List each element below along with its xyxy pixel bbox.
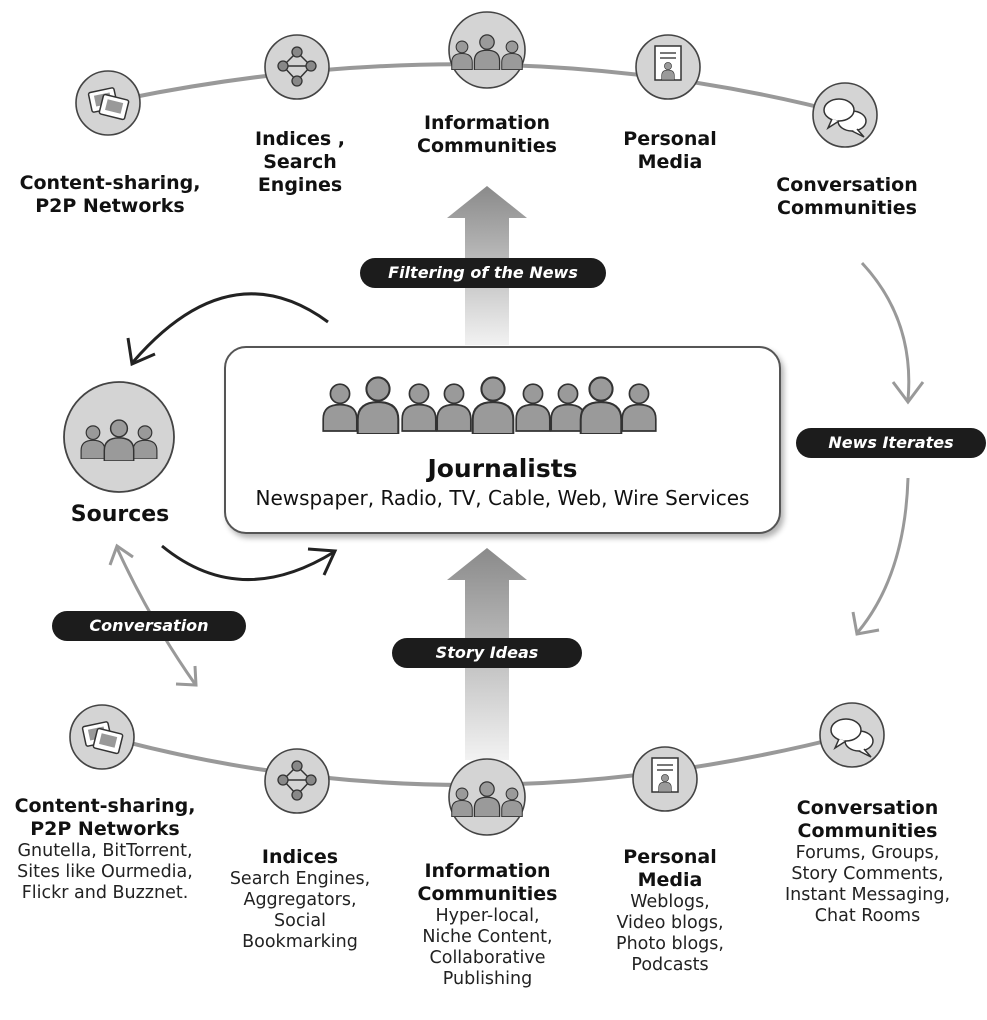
label-line: Media [637,868,703,891]
to-journalists-arrow [161,544,338,582]
label-line: Social [274,910,326,931]
top-information-node [448,11,526,89]
bottom-indices-node [264,748,330,814]
document-person-icon [654,45,682,81]
bottom-information-label: Information Communities Hyper-local, Nic… [405,860,570,990]
label-line: Instant Messaging, [784,884,951,905]
label-line: Weblogs, [630,891,710,912]
conversation-pill: Conversation [52,611,246,641]
label-line: Gnutella, BitTorrent, [17,840,193,861]
top-indices-node [264,34,330,100]
label-line: Photo blogs, [616,933,724,954]
label-line: Personal [623,846,717,868]
journalists-subtitle: Newspaper, Radio, TV, Cable, Web, Wire S… [255,486,750,510]
bottom-content-sharing-node [69,704,135,770]
label-line: P2P Networks [30,817,180,840]
bottom-conversation-node [819,702,885,768]
label-line: Media [637,150,703,173]
bottom-personal-node [632,746,698,812]
story-ideas-pill: Story Ideas [392,638,582,668]
label-line: Collaborative [429,947,546,968]
top-content-sharing-node [75,70,141,136]
label-line: Video blogs, [616,912,724,933]
top-information-label: Information Communities [412,112,562,158]
label-line: Sites like Ourmedia, [17,861,193,882]
label-line: Hyper-local, [435,905,540,926]
sources-node [63,381,175,493]
label-line: Content-sharing, [14,795,196,817]
top-personal-label: Personal Media [610,128,730,174]
top-personal-node [635,34,701,100]
photos-icon [87,87,130,121]
top-indices-label: Indices , Search Engines [240,128,360,196]
network-graph-icon [277,46,317,87]
network-graph-icon [277,760,317,801]
top-conversation-label: Conversation Communities [767,174,927,220]
label-line: Content-sharing, [19,172,201,194]
label-line: Communities [417,134,557,157]
label-line: Search [263,150,337,173]
label-line: Communities [417,882,558,905]
news-iterates-arrow-top [860,261,925,405]
speech-bubbles-icon [830,718,874,758]
label-line: Conversation [796,797,939,819]
label-line: Indices [261,846,339,868]
bottom-information-node [448,758,526,836]
bottom-conversation-label: Conversation Communities Forums, Groups,… [765,797,970,927]
label-line: Chat Rooms [814,905,921,926]
label-line: Aggregators, [243,889,357,910]
news-iterates-arrow-bottom [851,477,910,636]
top-conversation-node [812,82,878,148]
label-line: P2P Networks [35,194,185,217]
sources-label: Sources [70,502,170,527]
label-line: Communities [777,196,917,219]
label-line: Search Engines, [229,868,371,889]
label-line: Conversation [776,174,918,196]
speech-bubbles-icon [823,98,867,138]
label-line: Engines [257,173,343,196]
bottom-content-sharing-label: Content-sharing, P2P Networks Gnutella, … [0,795,210,904]
to-sources-arrow [126,292,329,367]
label-line: Information [423,112,551,134]
journalists-title: Journalists [427,454,578,483]
top-content-sharing-label: Content-sharing, P2P Networks [10,172,210,218]
people-crowd-icon [322,376,657,434]
label-line: Flickr and Buzznet. [21,882,189,903]
journalists-box: Journalists Newspaper, Radio, TV, Cable,… [224,346,781,534]
bottom-personal-label: Personal Media Weblogs, Video blogs, Pho… [595,846,745,976]
label-line: Bookmarking [242,931,358,952]
document-person-icon [651,757,679,793]
label-line: Indices , [255,128,345,150]
label-line: Story Comments, [791,863,944,884]
label-line: Information [424,860,551,882]
label-line: Forums, Groups, [795,842,940,863]
people-group-icon [80,419,158,461]
label-line: Podcasts [631,954,709,975]
label-line: Personal [623,128,717,150]
photos-icon [81,721,124,755]
filtering-pill: Filtering of the News [360,258,606,288]
label-line: Publishing [442,968,533,989]
bottom-indices-label: Indices Search Engines, Aggregators, Soc… [215,846,385,953]
news-iterates-pill: News Iterates [796,428,986,458]
label-line: Niche Content, [422,926,553,947]
label-line: Communities [797,819,938,842]
